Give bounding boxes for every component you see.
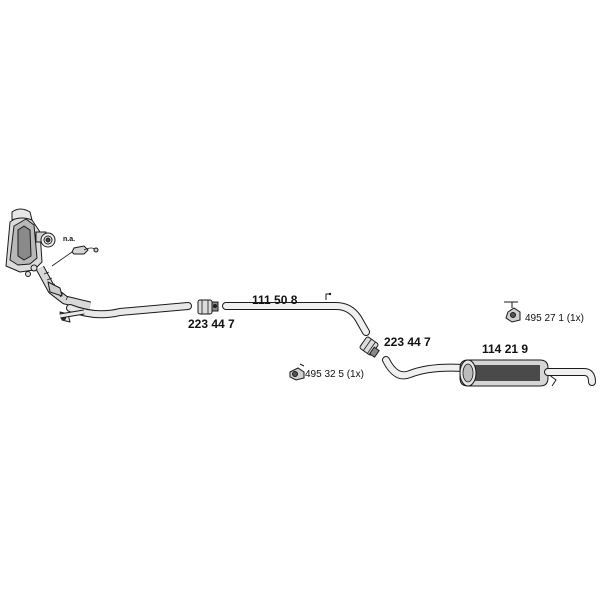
front-pipe-part-number: 111 50 8 xyxy=(252,293,298,307)
clamp-rear-part-number: 223 44 7 xyxy=(384,335,431,349)
intermediate-pipe-front xyxy=(59,302,192,319)
clamp-front xyxy=(197,299,219,315)
rubber-mount-1-part-number: 495 32 5 (1x) xyxy=(305,369,364,380)
catalyst-note-label: n.a. xyxy=(63,236,76,243)
rear-silencer xyxy=(382,356,596,387)
front-pipe xyxy=(222,292,370,336)
rubber-mount-2 xyxy=(504,301,521,323)
rubber-mount-1 xyxy=(289,363,305,381)
catalytic-converter xyxy=(5,208,92,323)
rear-silencer-part-number: 114 21 9 xyxy=(482,342,529,356)
clamp-rear xyxy=(359,336,380,358)
clamp-front-part-number: 223 44 7 xyxy=(188,317,235,331)
lambda-sensor xyxy=(51,245,99,267)
rubber-mount-2-part-number: 495 27 1 (1x) xyxy=(525,313,584,324)
